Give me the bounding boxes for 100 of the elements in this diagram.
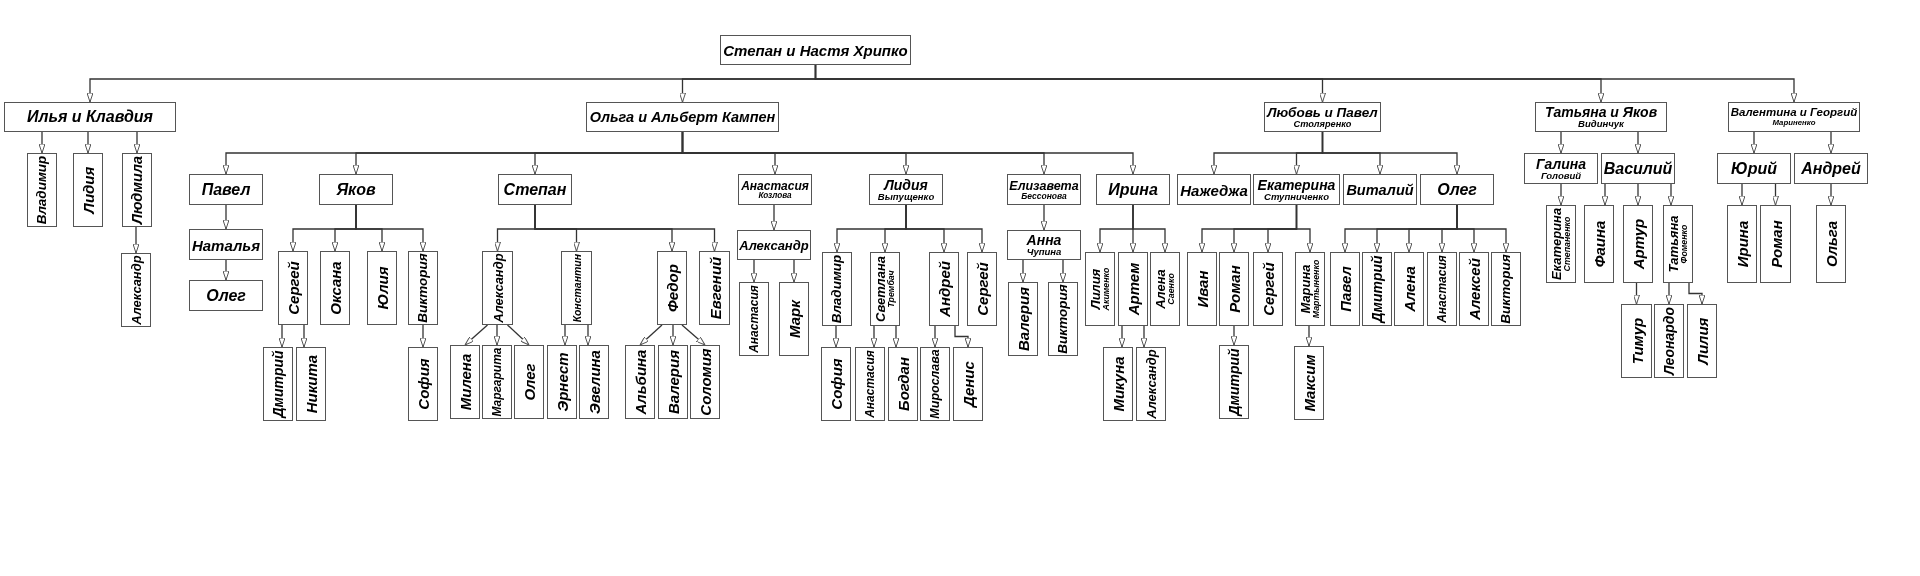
person-name: Роман bbox=[1226, 265, 1242, 313]
connector-arrow bbox=[300, 324, 308, 348]
person-box bbox=[920, 347, 950, 421]
person-name: Тимур bbox=[1629, 317, 1644, 365]
person-name: Лилия bbox=[1089, 268, 1103, 310]
person-name: Анастасия bbox=[864, 350, 876, 418]
person-box bbox=[1728, 102, 1860, 132]
person-box bbox=[1343, 174, 1417, 205]
person-box bbox=[514, 345, 544, 419]
person-box bbox=[1727, 205, 1757, 283]
person-box bbox=[1150, 252, 1180, 326]
surname: Головий bbox=[1540, 170, 1582, 181]
person-box bbox=[1096, 174, 1170, 205]
surname: Степаненко bbox=[1563, 216, 1572, 272]
person-name: Василий bbox=[1603, 160, 1673, 177]
person-name: Евгений bbox=[707, 256, 722, 320]
person-box bbox=[869, 174, 943, 205]
person-box bbox=[450, 345, 480, 419]
connector-arrow bbox=[1230, 325, 1238, 346]
connector-arrow bbox=[506, 324, 530, 346]
person-name: Максим bbox=[1301, 354, 1317, 412]
connector-arrow bbox=[1019, 259, 1027, 283]
person-name: Дмитрий bbox=[1227, 348, 1241, 416]
connector-arrow bbox=[1118, 325, 1126, 348]
connector-arrow bbox=[1665, 282, 1673, 305]
person-box bbox=[121, 253, 151, 327]
person-box bbox=[586, 102, 779, 132]
surname: Видинчук bbox=[1578, 119, 1624, 129]
connector-arrow bbox=[639, 324, 663, 346]
person-box bbox=[408, 251, 438, 325]
person-box bbox=[1420, 174, 1494, 205]
surname: Акименко bbox=[1102, 267, 1111, 311]
person-name: Виктория bbox=[416, 253, 430, 323]
person-name: Эвелина bbox=[586, 350, 602, 414]
connector-arrow bbox=[278, 324, 286, 348]
person-name: Лилия bbox=[1694, 317, 1710, 365]
person-name: Андрей bbox=[936, 261, 952, 317]
person-name: Марк bbox=[786, 300, 802, 338]
connector-arrow bbox=[1634, 131, 1642, 154]
person-box bbox=[1663, 205, 1693, 283]
person-name: Валерия bbox=[1015, 287, 1031, 351]
person-box bbox=[1187, 252, 1217, 326]
person-box bbox=[27, 153, 57, 227]
connector-arrow bbox=[1827, 183, 1835, 206]
connector-arrow bbox=[493, 324, 501, 346]
person-name: Степан и Настя Хрипко bbox=[723, 42, 908, 58]
person-name: Павел bbox=[1337, 266, 1353, 312]
person-name: Юрий bbox=[1731, 160, 1777, 177]
person-name: Степан bbox=[503, 181, 567, 198]
connector-arrow bbox=[790, 259, 798, 283]
person-box bbox=[1118, 252, 1148, 326]
connector-arrow bbox=[1601, 183, 1609, 206]
person-box bbox=[189, 280, 263, 311]
person-name: Лидия bbox=[80, 166, 96, 214]
surname: Чупина bbox=[1026, 247, 1062, 257]
connector-arrow bbox=[1132, 204, 1169, 253]
person-box bbox=[1253, 252, 1283, 326]
surname: Саенко bbox=[1167, 273, 1176, 305]
person-box bbox=[278, 251, 308, 325]
person-name: Татьяна bbox=[1667, 215, 1681, 273]
person-box bbox=[1794, 153, 1868, 184]
surname: Трембач bbox=[887, 270, 896, 308]
person-name: Александр bbox=[1144, 349, 1158, 419]
connector-arrow bbox=[1738, 183, 1746, 206]
connector-arrow bbox=[133, 131, 141, 154]
surname: Выпущенко bbox=[877, 191, 935, 202]
connector-arrow bbox=[681, 131, 1137, 175]
connector-arrow bbox=[750, 259, 758, 283]
connector-arrow bbox=[931, 325, 939, 348]
person-box bbox=[1048, 282, 1078, 356]
connector-arrow bbox=[355, 204, 427, 252]
connector-arrow bbox=[832, 325, 840, 348]
person-name: Алена bbox=[1401, 266, 1417, 312]
person-box bbox=[1394, 252, 1424, 326]
person-name: Маргарита bbox=[491, 347, 503, 417]
person-box bbox=[263, 347, 293, 421]
person-name: Яков bbox=[336, 181, 376, 198]
connector-arrow bbox=[1456, 204, 1510, 253]
connector-arrow bbox=[892, 325, 900, 348]
connector-arrow bbox=[1772, 183, 1779, 206]
connector-arrow bbox=[1557, 131, 1565, 154]
person-box bbox=[1330, 252, 1360, 326]
person-name: Марина bbox=[1299, 264, 1313, 314]
person-name: Анастасия bbox=[741, 179, 809, 192]
person-name: Роман bbox=[1768, 220, 1783, 268]
person-name: София bbox=[415, 358, 431, 410]
person-box bbox=[1136, 347, 1166, 421]
person-box bbox=[779, 282, 809, 356]
person-name: Ирина bbox=[1108, 181, 1158, 198]
connector-arrow bbox=[1634, 183, 1642, 206]
person-name: Виктория bbox=[1056, 284, 1070, 354]
connector-arrow bbox=[681, 324, 706, 346]
person-name: Владимир bbox=[830, 254, 844, 324]
person-box bbox=[737, 230, 811, 260]
person-box bbox=[1621, 304, 1652, 378]
connector-arrow bbox=[534, 204, 718, 252]
person-box bbox=[189, 229, 263, 260]
person-name: Валерия bbox=[665, 350, 681, 414]
surname: Фоменко bbox=[1680, 224, 1689, 264]
person-box bbox=[657, 251, 687, 325]
